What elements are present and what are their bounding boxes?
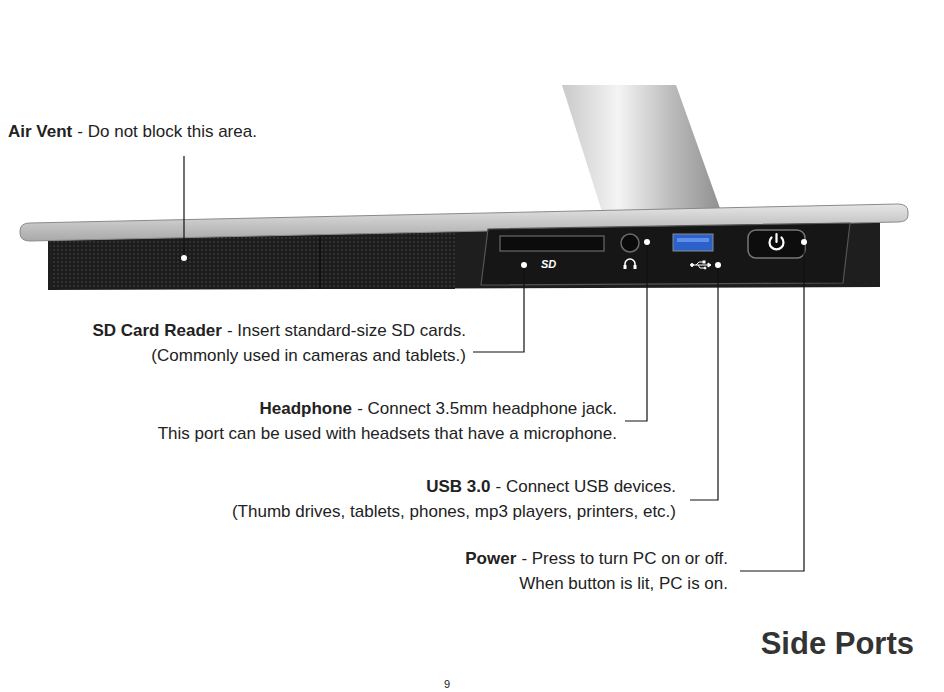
callout-dot (181, 239, 807, 268)
part-name: Power (465, 549, 516, 568)
usb-port (673, 234, 713, 251)
part-name: USB 3.0 (426, 477, 490, 496)
callout-text: SD Card Reader - Insert standard-size SD … (92, 318, 466, 368)
air-vent (50, 232, 455, 289)
usb-icon (691, 261, 711, 269)
callout-line: Air Vent - Do not block this area. (8, 119, 257, 144)
part-description: - Press to turn PC on or off. (521, 549, 728, 568)
callout-line: SD Card Reader - Insert standard-size SD … (92, 318, 466, 343)
callout-text: Power - Press to turn PC on or off. When … (465, 546, 728, 596)
callout-text: Air Vent - Do not block this area. (8, 119, 257, 144)
headphone-icon (634, 265, 637, 269)
part-name: Air Vent (8, 122, 72, 141)
part-name: SD Card Reader (92, 321, 221, 340)
sd-slot (500, 236, 604, 251)
headphone-jack (621, 234, 639, 252)
part-description: (Commonly used in cameras and tablets.) (92, 343, 466, 368)
stand (562, 85, 722, 218)
callout-line: USB 3.0 - Connect USB devices. (232, 474, 676, 499)
part-description: - Do not block this area. (77, 122, 257, 141)
page-title: Side Ports (761, 626, 914, 662)
headphone-icon (624, 265, 627, 269)
part-name: Headphone (259, 399, 352, 418)
part-description: - Connect 3.5mm headphone jack. (357, 399, 617, 418)
callout-text: USB 3.0 - Connect USB devices. (Thumb dri… (232, 474, 676, 524)
port-panel (481, 223, 850, 285)
part-description: When button is lit, PC is on. (465, 571, 728, 596)
usb-tongue (677, 238, 709, 242)
sd-logo: SD (541, 257, 556, 271)
vent-divider (319, 236, 321, 289)
part-description: (Thumb drives, tablets, phones, mp3 play… (232, 499, 676, 524)
callout-line: Power - Press to turn PC on or off. (465, 546, 728, 571)
part-description: - Connect USB devices. (496, 477, 676, 496)
callout-text: Headphone - Connect 3.5mm headphone jack.… (158, 396, 617, 446)
part-description: This port can be used with headsets that… (158, 421, 617, 446)
part-description: - Insert standard-size SD cards. (227, 321, 466, 340)
power-button (748, 230, 805, 258)
power-icon (775, 234, 777, 242)
callout-line: Headphone - Connect 3.5mm headphone jack. (158, 396, 617, 421)
page-number: 9 (440, 678, 454, 690)
